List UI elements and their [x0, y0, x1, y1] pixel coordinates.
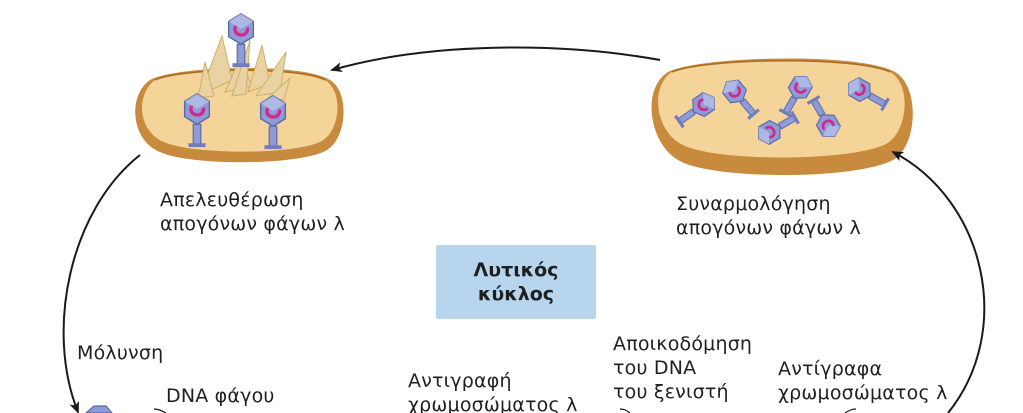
cycle-title-line: Λυτικός	[473, 259, 559, 281]
label-infection: Μόλυνση	[77, 342, 164, 364]
label-host-dna-degradation: Αποικοδόμηση του DNA του ξενιστή	[613, 333, 753, 403]
pointer-line	[844, 408, 857, 413]
label-assembly: Συναρμολόγηση απογόνων φάγων λ	[676, 193, 861, 239]
pointer-line	[619, 408, 631, 413]
burst-debris	[197, 34, 291, 101]
cycle-title-box: Λυτικός κύκλος	[436, 245, 596, 319]
bursting-cell	[135, 34, 344, 163]
arrow-copies-to-assembly	[891, 151, 986, 413]
label-chromosome-copies: Αντίγραφα χρωμοσώματος λ	[778, 358, 948, 404]
pointer-line	[153, 408, 167, 413]
label-phage-dna: DNA φάγου	[166, 385, 275, 407]
label-replication: Αντιγραφή χρωμοσώματος λ	[408, 370, 578, 413]
label-release: Απελευθέρωση απογόνων φάγων λ	[160, 189, 345, 235]
cycle-title-line: κύκλος	[477, 283, 555, 305]
arrow-assembly-to-release	[330, 46, 661, 73]
arrow-release-to-infection	[62, 154, 141, 413]
infecting-phage	[85, 405, 113, 413]
